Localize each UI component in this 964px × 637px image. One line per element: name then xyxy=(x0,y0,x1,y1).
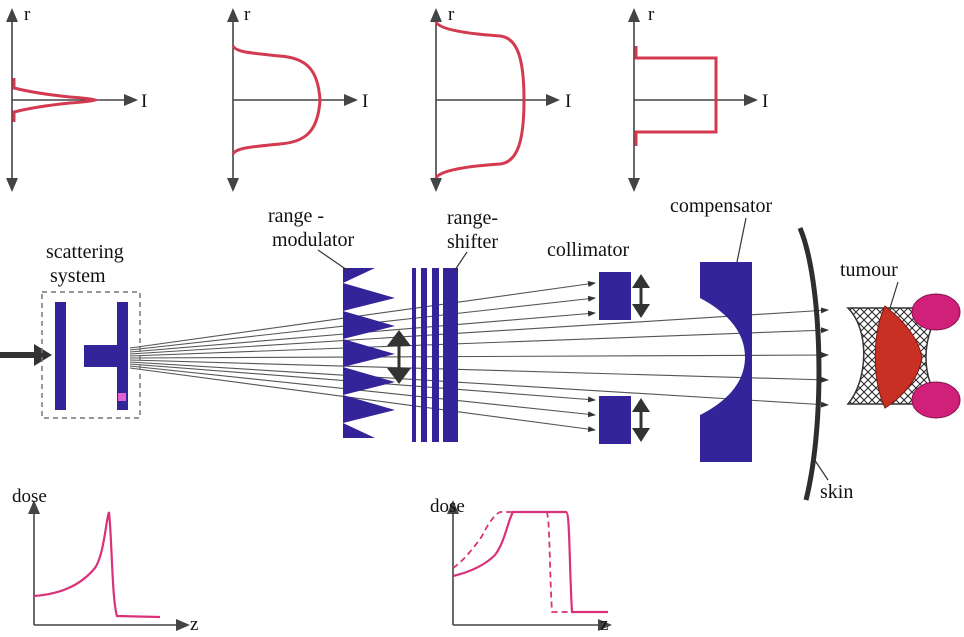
r-axis-arrow-up-icon xyxy=(430,8,442,22)
dose-axis-arrow-icon xyxy=(447,500,459,514)
rotation-arrow-up-icon xyxy=(387,330,411,346)
tumour-label: tumour xyxy=(840,259,898,281)
r-axis-label: r xyxy=(24,4,31,25)
r-axis-arrow-down-icon xyxy=(430,178,442,192)
skin-label: skin xyxy=(820,481,853,503)
profile-plot-1: r I xyxy=(6,4,147,192)
sobp-curve-dashed xyxy=(452,511,600,613)
dose-axis-label: dose xyxy=(12,486,47,507)
range-shifter: range- shifter xyxy=(412,207,498,442)
z-axis-label: z xyxy=(190,614,198,635)
i-axis-arrow-icon xyxy=(344,94,358,106)
range-modulator-label-line1: range - xyxy=(268,205,324,227)
collimator-adjust-up-icon xyxy=(632,274,650,288)
r-axis-label: r xyxy=(648,4,655,25)
dose-axis-arrow-icon xyxy=(28,500,40,514)
r-axis-label: r xyxy=(448,4,455,25)
profile-plot-4: r I xyxy=(628,4,768,192)
organ-at-risk-upper xyxy=(911,293,961,331)
scattering-system-frame xyxy=(41,291,141,419)
gaussian-profile-curve xyxy=(12,78,100,122)
i-axis-arrow-icon xyxy=(546,94,560,106)
collimated-profile-curve xyxy=(634,46,718,146)
collimator: collimator xyxy=(547,239,650,444)
z-axis-label: z xyxy=(600,614,608,635)
organ-at-risk-lower xyxy=(911,381,961,419)
bragg-peak-curve xyxy=(33,511,161,619)
collimator-adjust-down-icon xyxy=(632,428,650,442)
tumour-mass xyxy=(874,305,923,409)
collimator-lower-jaw xyxy=(599,396,631,444)
range-shifter-label-line1: range- xyxy=(447,207,498,229)
compensator: compensator xyxy=(670,195,773,462)
broadened-profile-curve xyxy=(231,45,322,155)
z-axis-arrow-icon xyxy=(598,619,612,631)
i-axis-label: I xyxy=(762,91,768,112)
collimator-adjust-down-icon xyxy=(632,304,650,318)
i-axis-label: I xyxy=(565,91,571,112)
compensator-block xyxy=(700,262,752,462)
i-axis-label: I xyxy=(362,91,368,112)
r-axis-arrow-down-icon xyxy=(628,178,640,192)
sobp-curve-solid xyxy=(452,510,608,614)
skin: skin xyxy=(797,227,853,503)
rotation-arrow-down-icon xyxy=(387,368,411,384)
r-axis-arrow-up-icon xyxy=(227,8,239,22)
dose-axis-label: dose xyxy=(430,496,465,517)
incoming-beam-arrow xyxy=(0,344,52,366)
profile-plot-3: r I xyxy=(430,4,571,192)
i-axis-arrow-icon xyxy=(744,94,758,106)
scattering-system: scattering system xyxy=(41,241,141,419)
dose-plot-pristine: dose z xyxy=(12,486,198,635)
scatterer-highlight xyxy=(118,393,126,401)
range-shifter-label-line2: shifter xyxy=(447,231,498,253)
range-modulator: range - modulator xyxy=(268,205,411,438)
r-axis-arrow-up-icon xyxy=(6,8,18,22)
scattering-system-label-line1: scattering xyxy=(46,241,124,263)
i-axis-arrow-icon xyxy=(124,94,138,106)
i-axis-label: I xyxy=(141,91,147,112)
scattering-system-label-line2: system xyxy=(50,265,106,287)
first-scatterer xyxy=(55,302,66,410)
r-axis-label: r xyxy=(244,4,251,25)
dose-plot-spread-out: dose z xyxy=(430,496,612,635)
r-axis-arrow-down-icon xyxy=(6,178,18,192)
z-axis-arrow-icon xyxy=(176,619,190,631)
r-axis-arrow-up-icon xyxy=(628,8,640,22)
profile-plot-2: r I xyxy=(227,4,368,192)
collimator-label: collimator xyxy=(547,239,630,261)
tumour-region: tumour xyxy=(840,259,961,419)
range-modulator-wheel xyxy=(343,268,395,438)
collimator-upper-jaw xyxy=(599,272,631,320)
r-axis-arrow-down-icon xyxy=(227,178,239,192)
skin-surface xyxy=(797,227,822,501)
compensator-label: compensator xyxy=(670,195,773,217)
range-modulator-label-line2: modulator xyxy=(272,229,355,251)
flattened-profile-curve xyxy=(434,21,526,179)
collimator-adjust-up-icon xyxy=(632,398,650,412)
second-scatterer xyxy=(84,302,128,410)
